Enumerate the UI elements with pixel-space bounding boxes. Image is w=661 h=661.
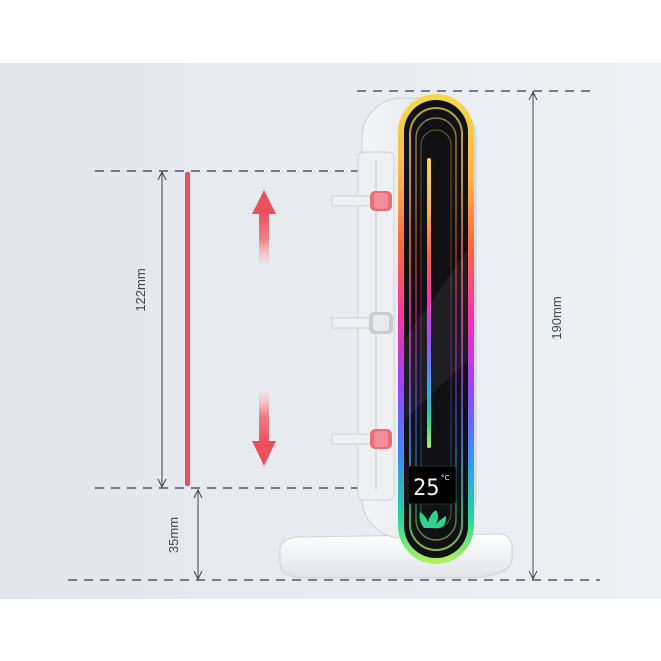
mirror-panel — [404, 100, 468, 558]
temperature-unit: °C — [441, 474, 450, 482]
dimension-35: 35mm — [166, 488, 203, 581]
adjust-range-bar — [185, 172, 190, 486]
stand-base — [279, 533, 513, 579]
dimension-122: 122mm — [133, 170, 167, 489]
temperature-value: 25 — [413, 476, 440, 501]
leaf-logo-icon — [419, 510, 447, 528]
support-pin-top — [331, 191, 392, 211]
temperature-display: 25 °C — [407, 465, 457, 505]
support-pin-bottom — [331, 429, 392, 449]
background-panel — [0, 63, 661, 599]
support-pin-middle — [331, 312, 393, 334]
light-strip — [427, 158, 431, 448]
dimension-label-190: 190mm — [549, 296, 564, 339]
dimension-label-122: 122mm — [133, 268, 148, 311]
gpu-support-stand: 25 °C — [279, 94, 513, 579]
dimension-190: 190mm — [528, 90, 564, 581]
arrow-down-icon — [252, 392, 276, 466]
dimension-label-35: 35mm — [166, 517, 181, 553]
arrow-up-icon — [252, 190, 276, 264]
